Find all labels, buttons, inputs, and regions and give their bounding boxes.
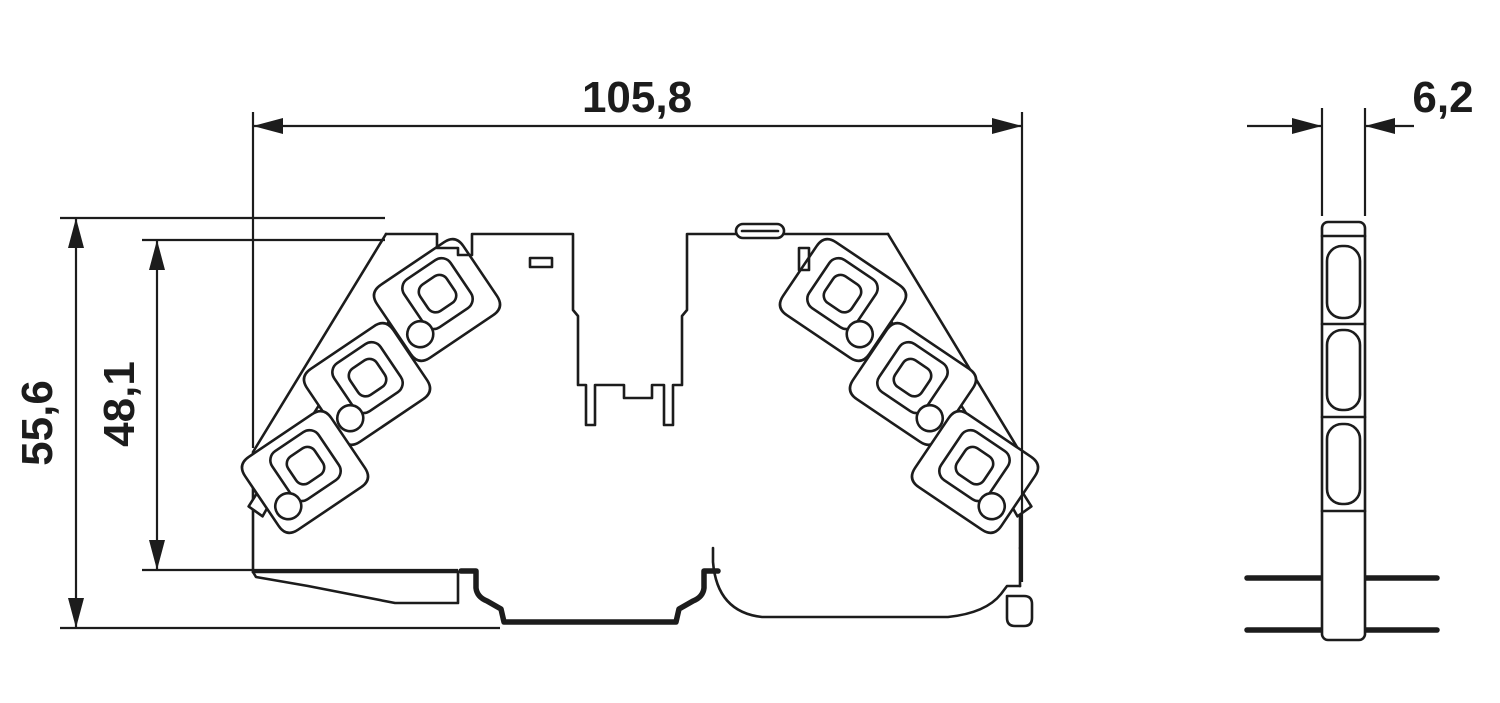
left-foot-underside [251,570,460,605]
arrowhead-top [68,218,84,248]
dimension-width-label: 105,8 [582,73,692,122]
housing-top-edge [384,232,890,427]
arrowhead-bottom [68,598,84,628]
arrowhead-left [1292,118,1322,134]
dimension-width: 105,8 [251,73,1024,582]
left-shoulder-edge [251,232,388,574]
right-latch-foot [711,546,1022,619]
arrowhead-right [992,118,1022,134]
side-body [1320,220,1367,642]
side-barrel-2 [1325,328,1362,412]
side-barrel-3 [1325,422,1362,506]
dimension-depth: 6,2 [1247,73,1474,216]
dimension-depth-label: 6,2 [1412,73,1473,122]
side-barrel-1 [1325,244,1362,320]
dimension-total-height-label: 55,6 [13,380,62,466]
arrowhead-top [149,240,165,270]
arrowhead-right [1365,118,1395,134]
din-rail [458,568,721,625]
right-latch-hook [1005,594,1034,628]
side-view [1244,220,1440,642]
dimension-inner-height: 48,1 [95,238,458,572]
arrowhead-left [253,118,283,134]
front-view [224,222,1056,628]
dimension-inner-height-label: 48,1 [95,361,144,447]
test-slot [797,246,811,272]
coding-slot [528,256,554,269]
arrowhead-bottom [149,540,165,570]
dimension-total-height: 55,6 [13,216,500,630]
